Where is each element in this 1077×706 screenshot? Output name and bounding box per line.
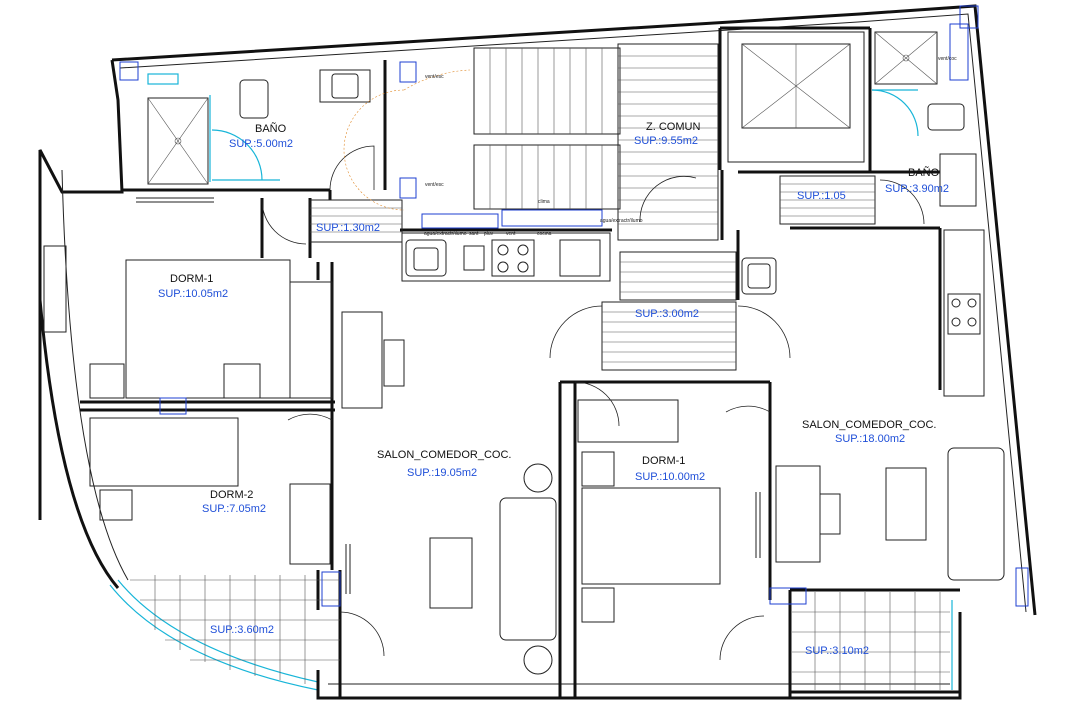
room-name: BAÑO xyxy=(255,122,287,135)
window-marks xyxy=(43,5,1029,607)
pluv-label: pluv xyxy=(484,231,494,237)
room-label-bano-right: BAÑO SUP.:3.90m2 xyxy=(885,166,949,195)
clima-label: clima xyxy=(538,199,550,205)
room-name: SALON_COMEDOR_COC. xyxy=(377,449,511,461)
room-area: SUP.:9.55m2 xyxy=(634,135,698,147)
room-area: SUP.:3.90m2 xyxy=(885,183,949,195)
room-label-bano-left: BAÑO SUP.:5.00m2 xyxy=(229,122,293,150)
room-label-salon-left: SALON_COMEDOR_COC. SUP.:19.05m2 xyxy=(377,449,511,479)
vent-label: vent/esc xyxy=(425,182,444,188)
room-label-dorm1-right: DORM-1 SUP.:10.00m2 xyxy=(635,455,705,483)
room-area: SUP.:1.30m2 xyxy=(316,222,380,234)
terrace-right-tiles xyxy=(792,592,953,690)
room-label-terrace-right: SUP.:3.10m2 xyxy=(805,645,869,657)
room-label-zona-comun: Z. COMUN SUP.:9.55m2 xyxy=(634,121,700,147)
room-name: DORM-2 xyxy=(210,489,253,501)
room-name: Z. COMUN xyxy=(646,121,700,133)
room-name: DORM-1 xyxy=(642,455,685,467)
room-label-corridor: SUP.:1.30m2 xyxy=(316,222,380,234)
kitchen-right xyxy=(741,229,985,397)
room-label-salon-right: SALON_COMEDOR_COC. SUP.:18.00m2 xyxy=(802,419,936,445)
bathroom-left-fixtures xyxy=(147,69,371,185)
stairs xyxy=(309,43,876,371)
terrace-left-tiles xyxy=(130,575,340,684)
elevator xyxy=(727,31,865,163)
room-name: SALON_COMEDOR_COC. xyxy=(802,419,936,431)
room-label-landing: SUP.:3.00m2 xyxy=(635,308,699,320)
room-name: BAÑO xyxy=(908,166,940,179)
vent-label: vent xyxy=(506,231,516,237)
room-area: SUP.:3.00m2 xyxy=(635,308,699,320)
room-area: SUP.:7.05m2 xyxy=(202,503,266,515)
room-name: DORM-1 xyxy=(170,273,213,285)
ventcoc-label: vent/coc xyxy=(938,56,957,62)
room-label-terrace-left: SUP.:3.60m2 xyxy=(210,624,274,636)
vent-label: vent/esc xyxy=(425,74,444,80)
counter-label: agua/extractr/ilumo xyxy=(424,231,467,237)
counter-label: agua/extractr/ilumo xyxy=(600,218,643,224)
room-area: SUP.:18.00m2 xyxy=(835,433,905,445)
room-area: SUP.:3.10m2 xyxy=(805,645,869,657)
room-area: SUP.:10.00m2 xyxy=(635,471,705,483)
bedroom-furniture xyxy=(89,259,721,623)
living-furniture xyxy=(341,311,1005,675)
room-label-dorm2: DORM-2 SUP.:7.05m2 xyxy=(202,489,266,515)
room-area: SUP.:19.05m2 xyxy=(407,467,477,479)
exterior-walls xyxy=(38,4,1037,700)
cocina-label: cocina xyxy=(537,231,552,237)
room-label-passage-right: SUP.:1.05 xyxy=(797,190,846,202)
kitchen-left xyxy=(405,209,603,277)
room-area: SUP.:5.00m2 xyxy=(229,138,293,150)
installation-labels: vent/esc vent/esc clima agua/extractr/il… xyxy=(424,56,957,237)
room-area: SUP.:10.05m2 xyxy=(158,288,228,300)
room-area: SUP.:3.60m2 xyxy=(210,624,274,636)
room-label-dorm1-left: DORM-1 SUP.:10.05m2 xyxy=(158,273,228,300)
door-swings xyxy=(261,69,925,661)
bathroom-right-fixtures xyxy=(871,23,977,207)
sant-label: sant xyxy=(469,231,479,237)
room-area: SUP.:1.05 xyxy=(797,190,846,202)
